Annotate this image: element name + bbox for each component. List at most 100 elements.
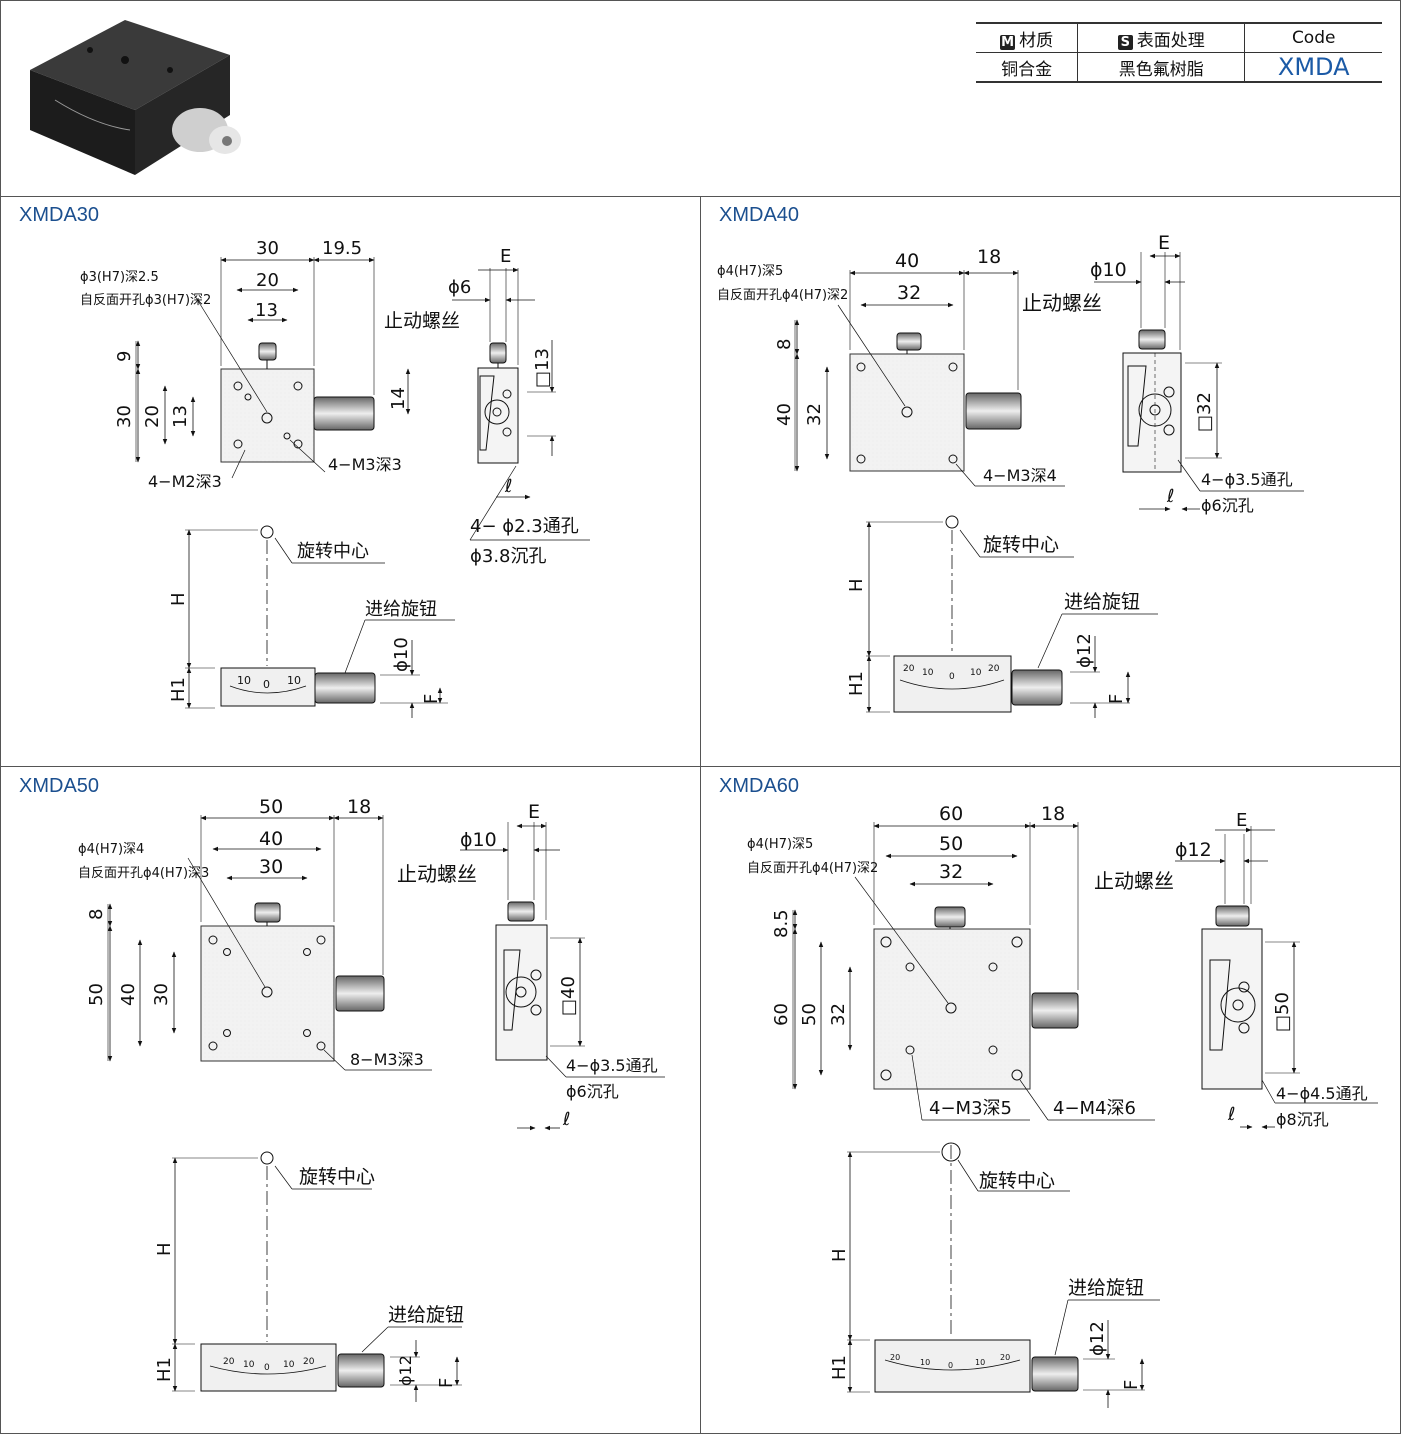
xmda40-scale-10l: 10 (922, 668, 934, 678)
surface-value: 黑色氟树脂 (1077, 52, 1245, 83)
xmda60-dim-left-32: 32 (828, 1003, 849, 1026)
xmda60-scale-20l: 20 (890, 1353, 900, 1362)
xmda40-top-view (794, 270, 1065, 487)
xmda60-hole-note-2: 自反面开孔ϕ4(H7)深2 (747, 861, 878, 876)
xmda30-stop-screw: 止动螺丝 (384, 310, 460, 332)
xmda40-dim-E: E (1158, 232, 1170, 254)
xmda50-thread-m3: 8−M3深3 (350, 1050, 424, 1069)
xmda30-hole-note-2: 自反面开孔ϕ3(H7)深2 (80, 293, 211, 308)
xmda50-dim-18: 18 (347, 796, 371, 818)
xmda50-hole-note-2: 自反面开孔ϕ4(H7)深3 (78, 866, 209, 881)
xmda60-dim-32: 32 (939, 861, 963, 883)
xmda60-thread-m3: 4−M3深5 (929, 1098, 1012, 1119)
xmda40-dim-F: F (1106, 694, 1127, 704)
xmda40-scale-20r: 20 (988, 664, 1000, 674)
code-header: Code (1244, 22, 1382, 53)
xmda40-side-sq: □32 (1194, 392, 1215, 432)
surface-header: 表面处理 (1136, 30, 1205, 51)
xmda40-hole-note-2: 自反面开孔ϕ4(H7)深2 (717, 288, 848, 303)
xmda50-dim-50: 50 (259, 796, 283, 818)
xmda50-side-dia: ϕ10 (460, 829, 497, 851)
xmda50-scale-20r: 20 (303, 1357, 315, 1367)
xmda50-scale-10l: 10 (243, 1360, 255, 1370)
material-tag: M (1000, 34, 1016, 50)
xmda50-dim-H1: H1 (154, 1357, 175, 1382)
panel-title-xmda60: XMDA60 (719, 775, 800, 797)
center-divider (700, 196, 701, 1434)
xmda50-dim-left-8: 8 (86, 909, 107, 920)
xmda60-dim-left-8-5: 8.5 (771, 909, 792, 938)
xmda40-dim-H: H (846, 578, 867, 592)
xmda40-knob-dia: ϕ12 (1074, 633, 1095, 668)
surface-tag: S (1117, 34, 1133, 50)
xmda30-dim-left-9: 9 (114, 351, 135, 362)
xmda30-dim-left-20: 20 (142, 405, 163, 428)
xmda30-hole-note-1: ϕ3(H7)深2.5 (80, 270, 159, 285)
xmda60-side-note-1: 4−ϕ4.5通孔 (1276, 1084, 1368, 1103)
xmda50-stop-screw: 止动螺丝 (397, 862, 477, 886)
xmda40-stop-screw: 止动螺丝 (1022, 291, 1102, 315)
xmda30-scale-0: 0 (263, 678, 270, 691)
xmda50-scale-10r: 10 (283, 1360, 295, 1370)
xmda50-rotation-center: 旋转中心 (299, 1166, 375, 1188)
xmda50-dim-left-40: 40 (118, 983, 139, 1006)
xmda40-hole-note-1: ϕ4(H7)深5 (717, 264, 783, 279)
xmda30-side-note-2: ϕ3.8沉孔 (470, 546, 547, 567)
xmda30-scale-l: 10 (237, 674, 251, 687)
xmda30-feed-knob: 进给旋钮 (365, 599, 437, 620)
xmda40-dim-32: 32 (897, 282, 921, 304)
xmda60-stop-screw: 止动螺丝 (1094, 869, 1174, 893)
xmda60-feed-knob: 进给旋钮 (1068, 1277, 1144, 1299)
xmda40-dim-left-8: 8 (774, 339, 795, 350)
xmda50-scale-0: 0 (264, 1363, 270, 1373)
xmda60-scale-10r: 10 (975, 1358, 985, 1367)
xmda30-thread-m2: 4−M2深3 (148, 472, 222, 491)
xmda40-dim-18: 18 (977, 246, 1001, 268)
xmda40-scale-20l: 20 (903, 664, 915, 674)
xmda40-dim-left-32: 32 (804, 403, 825, 426)
xmda60-hole-note-1: ϕ4(H7)深5 (747, 837, 813, 852)
xmda50-dim-F: F (436, 1378, 457, 1388)
xmda60-side-dia: ϕ12 (1175, 839, 1212, 861)
xmda30-rotation-center: 旋转中心 (297, 541, 369, 562)
xmda60-side-note-2: ϕ8沉孔 (1276, 1110, 1329, 1129)
xmda30-dim-H1: H1 (168, 677, 189, 702)
xmda30-side-view (452, 267, 590, 541)
xmda60-dim-50: 50 (939, 833, 963, 855)
xmda50-dim-H: H (154, 1242, 175, 1256)
xmda40-side-note-1: 4−ϕ3.5通孔 (1201, 470, 1293, 489)
xmda50-dim-30: 30 (259, 856, 283, 878)
xmda60-knob-dia: ϕ12 (1087, 1321, 1108, 1356)
code-value: XMDA (1244, 52, 1382, 83)
xmda30-dim-13: 13 (255, 300, 278, 321)
xmda30-front-view (185, 525, 455, 718)
xmda40-rotation-center: 旋转中心 (983, 534, 1059, 556)
xmda60-dim-left-60: 60 (771, 1003, 792, 1026)
xmda40-scale-10r: 10 (970, 668, 982, 678)
xmda50-front-view (172, 1151, 462, 1402)
xmda40-side-dia: ϕ10 (1090, 259, 1127, 281)
xmda60-dim-H1: H1 (829, 1355, 850, 1380)
xmda60-scale-10l: 10 (920, 1358, 930, 1367)
xmda40-thread-m3: 4−M3深4 (983, 466, 1057, 485)
xmda30-scale-r: 10 (287, 674, 301, 687)
xmda50-dim-left-50: 50 (86, 983, 107, 1006)
panel-title-xmda50: XMDA50 (19, 775, 100, 797)
xmda60-side-view (1175, 826, 1378, 1130)
panel-title-xmda30: XMDA30 (19, 204, 100, 226)
panel-title-xmda40: XMDA40 (719, 204, 800, 226)
xmda40-scale-0: 0 (949, 672, 955, 682)
xmda40-dim-H1: H1 (846, 671, 867, 696)
xmda40-feed-knob: 进给旋钮 (1064, 591, 1140, 613)
xmda50-top-view (107, 815, 432, 1071)
xmda60-dim-E: E (1236, 810, 1247, 831)
xmda30-dim-E: E (500, 246, 511, 267)
xmda60-dim-60: 60 (939, 803, 963, 825)
xmda30-dim-F: F (421, 694, 442, 704)
xmda60-scale-0: 0 (948, 1361, 953, 1370)
xmda60-dim-H: H (829, 1248, 850, 1262)
xmda50-side-note-1: 4−ϕ3.5通孔 (566, 1056, 658, 1075)
